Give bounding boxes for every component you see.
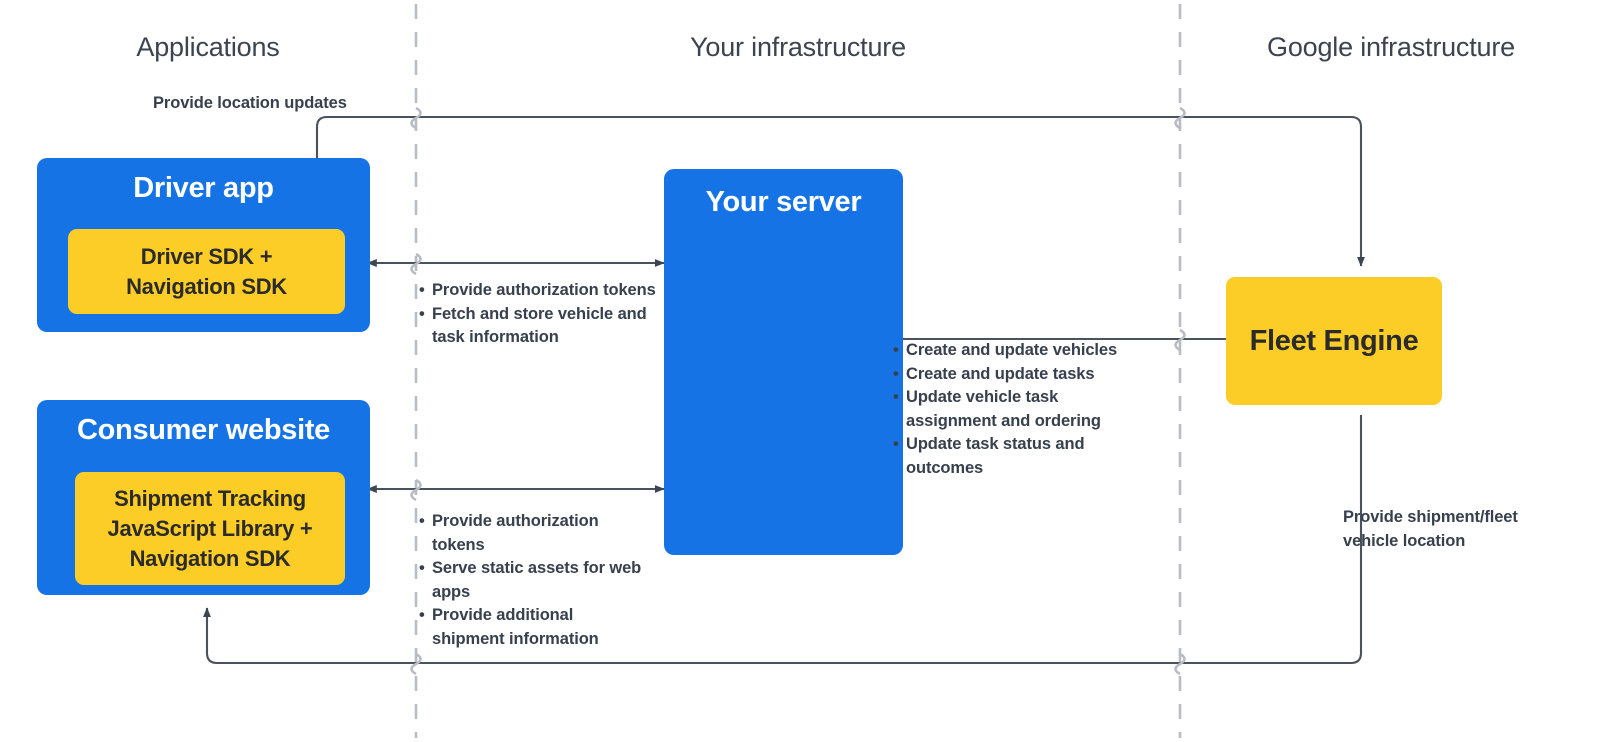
annotation-consumer-to-server: Provide authorization tokens Serve stati…: [419, 510, 642, 651]
lane-header-your-infrastructure: Your infrastructure: [690, 32, 906, 62]
consumer-website-title: Consumer website: [76, 414, 331, 446]
list-item: Update vehicle task assignment and order…: [893, 386, 1148, 433]
list-item: Provide authorization tokens: [419, 279, 664, 303]
list-item: Provide additional shipment information: [419, 604, 642, 651]
list-item: Serve static assets for web apps: [419, 557, 642, 604]
annotation-location-updates: Provide location updates: [153, 94, 347, 112]
list-item: Provide authorization tokens: [419, 510, 642, 557]
driver-sdk-line-2: Navigation SDK: [126, 273, 287, 299]
your-server-title: Your server: [705, 186, 862, 218]
driver-app-title: Driver app: [133, 172, 274, 204]
driver-app-sdk-label: Driver SDK + Navigation SDK: [126, 242, 287, 302]
driver-sdk-line-1: Driver SDK +: [140, 243, 273, 269]
annotation-fleet-to-consumer: Provide shipment/fleet vehicle location: [1343, 508, 1518, 550]
node-your-server[interactable]: Your server: [664, 169, 903, 555]
driver-app-sdk-box[interactable]: Driver SDK + Navigation SDK: [68, 229, 345, 314]
annotation-driver-to-server: Provide authorization tokens Fetch and s…: [419, 279, 664, 350]
lane-header-applications: Applications: [136, 32, 280, 62]
list-item: Fetch and store vehicle and task informa…: [419, 303, 664, 350]
node-consumer-website[interactable]: Consumer website Shipment Tracking JavaS…: [37, 400, 370, 595]
annotation-server-to-fleet: Create and update vehicles Create and up…: [893, 339, 1148, 480]
node-fleet-engine[interactable]: Fleet Engine: [1226, 277, 1442, 405]
list-item: Update task status and outcomes: [893, 433, 1148, 480]
node-driver-app[interactable]: Driver app Driver SDK + Navigation SDK: [37, 158, 370, 332]
consumer-sdk-line-3: Navigation SDK: [129, 545, 291, 571]
consumer-sdk-line-2: JavaScript Library +: [107, 515, 313, 541]
fleet-engine-title: Fleet Engine: [1249, 324, 1419, 357]
list-item: Create and update vehicles: [893, 339, 1148, 363]
consumer-sdk-line-1: Shipment Tracking: [114, 485, 306, 511]
lane-header-google-infrastructure: Google infrastructure: [1267, 32, 1515, 62]
consumer-website-sdk-box[interactable]: Shipment Tracking JavaScript Library + N…: [75, 472, 345, 585]
list-item: Create and update tasks: [893, 363, 1148, 387]
consumer-website-sdk-label: Shipment Tracking JavaScript Library + N…: [108, 484, 313, 574]
